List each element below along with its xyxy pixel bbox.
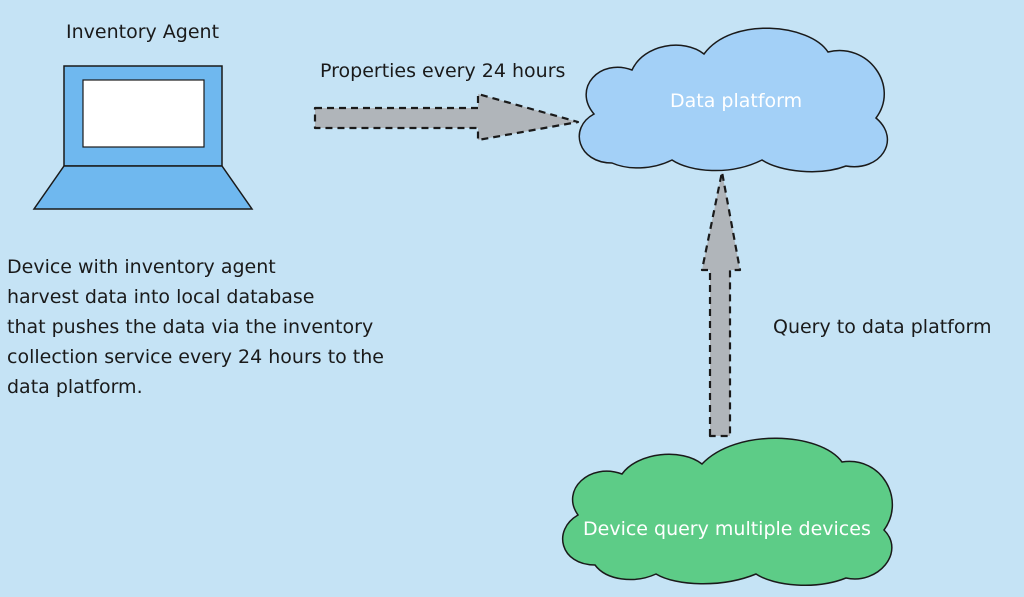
agent-title: Inventory Agent (66, 21, 220, 43)
device-query-cloud (562, 437, 894, 586)
laptop-keyboard-base (32, 165, 254, 210)
data-platform-cloud (578, 27, 889, 173)
push-arrow-label: Properties every 24 hours (320, 60, 566, 82)
agent-description: Device with inventory agent harvest data… (7, 252, 437, 402)
description-line: collection service every 24 hours to the (7, 346, 384, 368)
query-arrow-label: Query to data platform (773, 316, 992, 338)
laptop-icon (32, 65, 254, 210)
query-arrow-icon (700, 170, 742, 438)
description-line: harvest data into local database (7, 286, 315, 308)
laptop-screen-display (82, 79, 205, 148)
description-line: data platform. (7, 376, 143, 398)
description-line: that pushes the data via the inventory (7, 316, 374, 338)
device-query-label: Device query multiple devices (583, 518, 871, 540)
push-arrow-icon (313, 92, 580, 142)
data-platform-label: Data platform (670, 90, 803, 112)
description-line: Device with inventory agent (7, 256, 276, 278)
